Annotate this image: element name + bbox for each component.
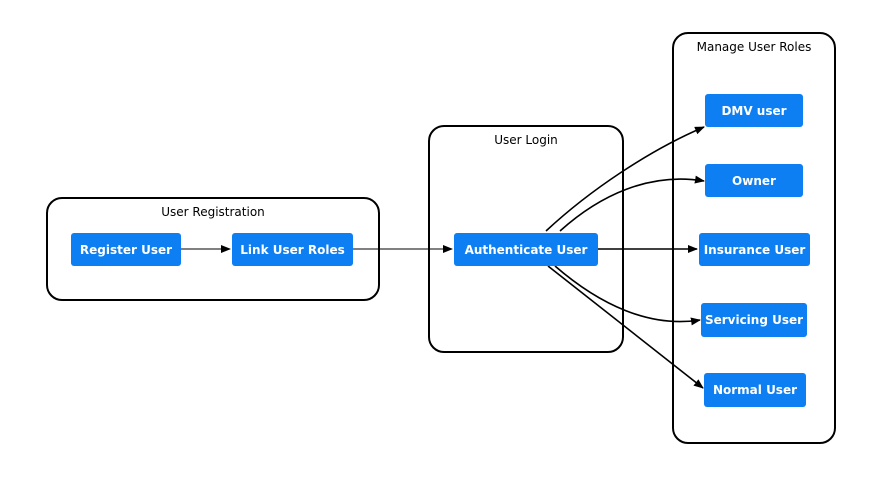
link-user-roles-node[interactable]: Link User Roles: [232, 233, 353, 266]
authenticate-user-node[interactable]: Authenticate User: [454, 233, 598, 266]
dmv-user-node[interactable]: DMV user: [705, 94, 803, 127]
servicing-user-node[interactable]: Servicing User: [701, 303, 807, 337]
normal-user-node[interactable]: Normal User: [704, 373, 806, 407]
insurance-user-node[interactable]: Insurance User: [699, 233, 810, 266]
group-title-user-registration: User Registration: [161, 205, 265, 219]
register-user-node[interactable]: Register User: [71, 233, 181, 266]
owner-node[interactable]: Owner: [705, 164, 803, 197]
group-title-user-login: User Login: [494, 133, 558, 147]
group-title-manage-user-roles: Manage User Roles: [696, 40, 812, 54]
